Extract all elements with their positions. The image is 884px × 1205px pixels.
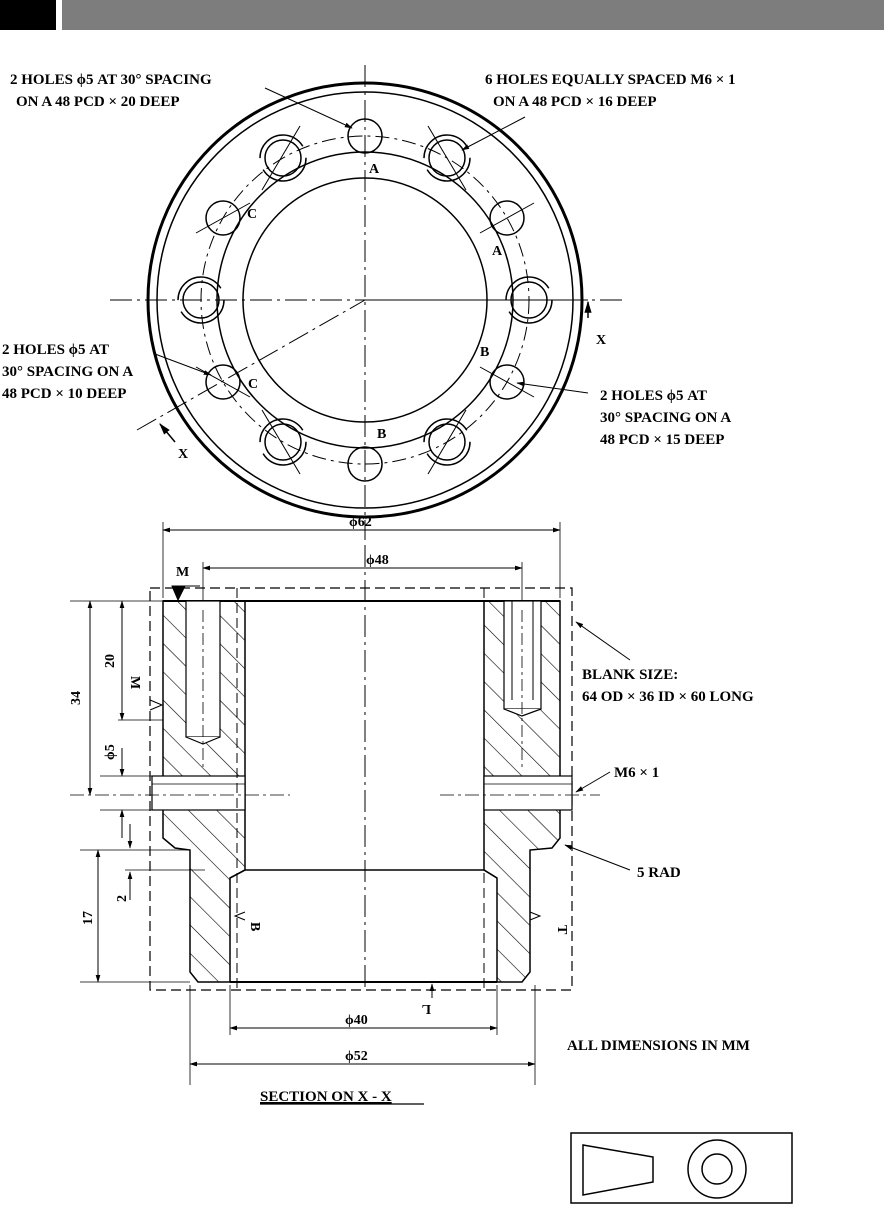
blank-line2: 64 OD × 36 ID × 60 LONG — [582, 689, 754, 705]
dim-34: 34 — [69, 691, 84, 705]
finish-b: B — [247, 922, 262, 931]
hole-label-b-bottom: B — [377, 427, 386, 442]
top-view — [110, 65, 625, 540]
section-arrow-left — [159, 423, 176, 443]
finish-mark-b — [233, 911, 246, 921]
section-mark-right: X — [596, 333, 606, 348]
header-block — [0, 0, 56, 30]
leader-blank — [575, 621, 631, 661]
leader-thread — [575, 771, 611, 793]
finish-l: L — [422, 1001, 431, 1016]
projection-symbol — [570, 1132, 793, 1204]
blank-line1: BLANK SIZE: — [582, 667, 678, 683]
note-b-line2: 30° SPACING ON A — [600, 410, 731, 426]
left-cross-hole — [151, 775, 246, 811]
dim-40: ϕ40 — [345, 1013, 368, 1028]
leader-b — [516, 381, 589, 394]
leader-c — [154, 353, 212, 376]
dim-5: ϕ5 — [103, 744, 118, 760]
note-b-line3: 48 PCD × 15 DEEP — [600, 432, 724, 448]
section-line — [136, 299, 366, 431]
leader-a — [264, 87, 353, 129]
finish-t: T — [554, 925, 569, 935]
threaded-holes — [177, 134, 553, 466]
finish-mark-top — [171, 585, 186, 602]
section-mark-left: X — [178, 447, 188, 462]
finish-mark-t — [529, 911, 542, 921]
right-threaded-hole — [503, 600, 542, 710]
hole-label-c-top: C — [247, 207, 257, 222]
note-a-line1: 2 HOLES ϕ5 AT 30° SPACING — [10, 72, 212, 88]
note-c-line1: 2 HOLES ϕ5 AT — [2, 342, 109, 358]
dim-20: 20 — [103, 654, 118, 668]
note-c-line3: 48 PCD × 10 DEEP — [2, 386, 126, 402]
hole-label-b-right: B — [480, 345, 489, 360]
note-c-line2: 30° SPACING ON A — [2, 364, 133, 380]
note-b-line1: 2 HOLES ϕ5 AT — [600, 388, 707, 404]
dim-17: 17 — [81, 911, 96, 925]
dim-48: ϕ48 — [366, 553, 389, 568]
hole-label-a-right: A — [492, 244, 503, 259]
radial-ticks — [195, 125, 535, 475]
radius-note: 5 RAD — [637, 865, 681, 881]
dim-2: 2 — [115, 895, 130, 902]
finish-mark-m — [149, 699, 164, 711]
leader-m6 — [461, 116, 526, 151]
hole-label-c-bottom: C — [248, 377, 258, 392]
section-title: SECTION ON X - X — [260, 1089, 392, 1105]
units-note: ALL DIMENSIONS IN MM — [567, 1038, 750, 1054]
right-cross-hole — [483, 775, 573, 811]
note-m6-line1: 6 HOLES EQUALLY SPACED M6 × 1 — [485, 72, 736, 88]
thread-note: M6 × 1 — [614, 765, 659, 781]
header-bar — [62, 0, 884, 30]
note-a-line2: ON A 48 PCD × 20 DEEP — [16, 94, 180, 110]
leader-radius — [564, 844, 631, 871]
dim-52: ϕ52 — [345, 1049, 368, 1064]
hole-label-a-top: A — [369, 162, 380, 177]
section-view — [70, 522, 631, 1085]
page-header — [0, 0, 884, 30]
dim-62: ϕ62 — [349, 515, 372, 530]
finish-m-top: M — [176, 565, 189, 580]
finish-m-side: M — [127, 676, 142, 689]
note-m6-line2: ON A 48 PCD × 16 DEEP — [493, 94, 657, 110]
